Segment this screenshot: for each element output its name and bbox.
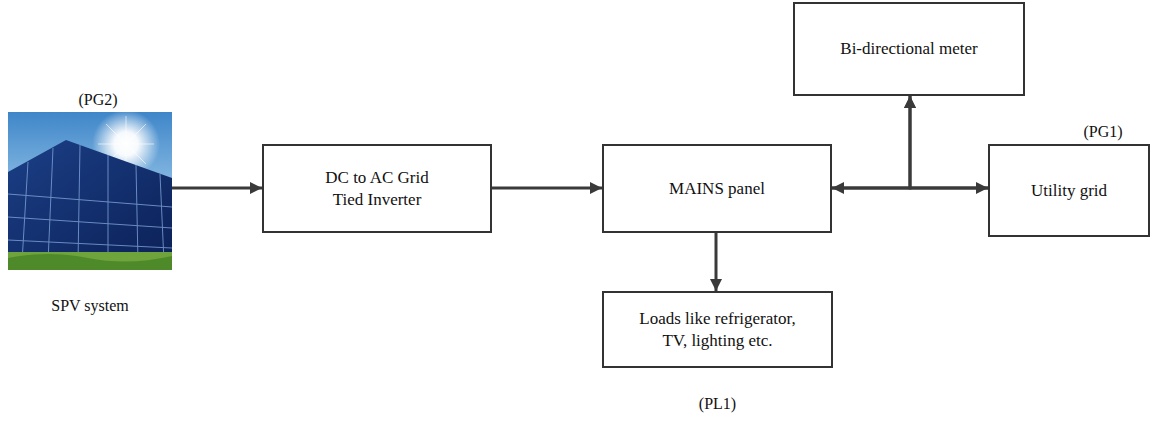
box-label: Utility grid	[1031, 180, 1107, 201]
node-caption: (PG1)	[1081, 122, 1124, 142]
flow-arrow	[832, 96, 910, 188]
solar-panel-illustration	[8, 112, 172, 270]
pv-array: (PG2)SPV system	[8, 112, 172, 270]
node-caption: SPV system	[49, 296, 131, 316]
utility-grid-box: Utility grid(PG1)	[988, 144, 1150, 237]
box-label: Loads like refrigerator, TV, lighting et…	[625, 308, 810, 351]
mains-panel-box: MAINS panel	[602, 144, 832, 233]
flow-arrow	[910, 96, 988, 188]
inverter-box: DC to AC Grid Tied Inverter	[262, 144, 492, 233]
flow-arrow	[492, 187, 602, 190]
flow-arrow	[172, 187, 262, 190]
box-label: DC to AC Grid Tied Inverter	[312, 167, 442, 210]
flow-arrow	[715, 233, 718, 291]
box-label: MAINS panel	[669, 178, 765, 199]
box-label: Bi-directional meter	[840, 38, 977, 59]
loads-box: Loads like refrigerator, TV, lighting et…	[602, 291, 833, 368]
node-caption: (PL1)	[697, 394, 738, 414]
node-caption: (PG2)	[76, 90, 119, 110]
meter-box: Bi-directional meter	[793, 2, 1025, 96]
